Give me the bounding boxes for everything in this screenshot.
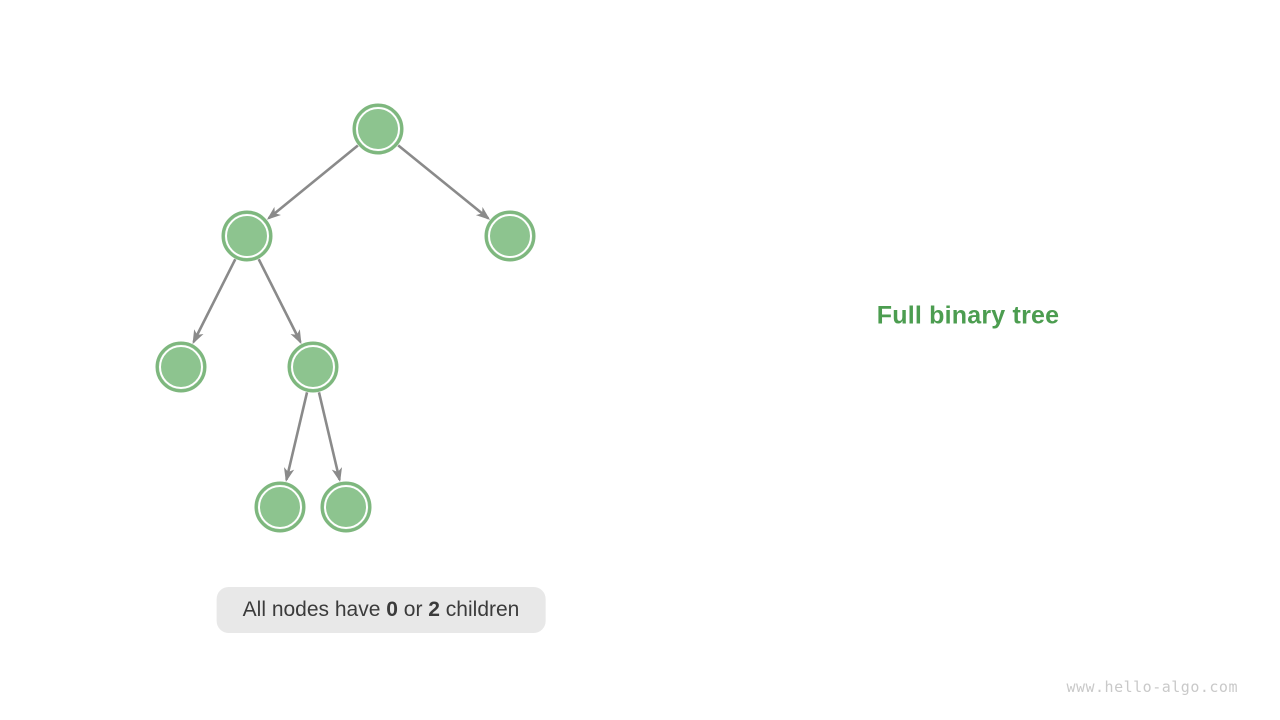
tree-edge-lr-lrr — [317, 392, 343, 483]
tree-node-ll — [155, 341, 207, 393]
tree-edge-lr-lrl — [283, 392, 309, 483]
tree-edges — [192, 144, 491, 483]
tree-nodes — [155, 103, 536, 533]
tree-edge-l-lr — [257, 258, 302, 345]
diagram-title: Full binary tree — [876, 301, 1060, 330]
tree-node-lrr — [320, 481, 372, 533]
caption-text-prefix: All nodes have — [242, 598, 387, 621]
tree-node-root — [352, 103, 404, 155]
caption-bold-zero: 0 — [386, 598, 398, 621]
tree-node-lrl — [254, 481, 306, 533]
tree-node-l — [221, 210, 273, 262]
caption-box: All nodes have 0 or 2 children — [216, 587, 546, 633]
caption-bold-two: 2 — [428, 598, 440, 621]
tree-node-lr — [287, 341, 339, 393]
tree-edge-root-r — [397, 144, 491, 220]
watermark: www.hello-algo.com — [1066, 678, 1238, 696]
tree-edge-root-l — [266, 144, 359, 220]
tree-edge-l-ll — [192, 258, 237, 345]
caption-text-suffix: children — [439, 598, 520, 621]
caption-text-middle: or — [397, 598, 429, 621]
tree-node-r — [484, 210, 536, 262]
